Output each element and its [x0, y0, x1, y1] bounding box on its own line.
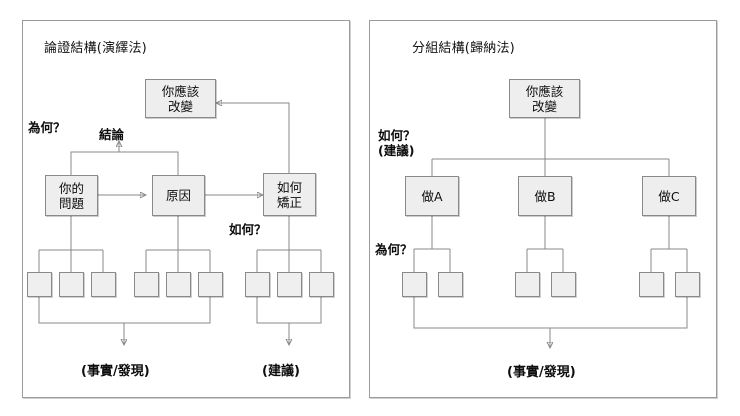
node-right-do-a[interactable]: 做A [405, 176, 459, 216]
annotation-right-how: 如何？ (建議) [378, 128, 416, 158]
annotation-left-why: 為何？ [28, 120, 66, 135]
node-left-your-problem[interactable]: 你的 問題 [45, 175, 98, 216]
leaf-box[interactable] [245, 272, 270, 297]
leaf-box[interactable] [166, 272, 191, 297]
leaf-box[interactable] [198, 272, 223, 297]
leaf-box[interactable] [675, 272, 700, 297]
node-left-how-to-fix[interactable]: 如何 矯正 [263, 173, 316, 216]
leaf-box[interactable] [515, 272, 540, 297]
annotation-left-how: 如何？ [229, 222, 267, 237]
caption-left-facts: (事實/發現) [81, 364, 150, 379]
node-right-do-c[interactable]: 做C [642, 176, 696, 216]
caption-left-recommendation: (建議) [262, 364, 300, 379]
annotation-right-why: 為何？ [375, 242, 413, 257]
leaf-box[interactable] [438, 272, 463, 297]
leaf-box[interactable] [309, 272, 334, 297]
leaf-box[interactable] [639, 272, 664, 297]
node-right-do-b[interactable]: 做B [518, 176, 572, 216]
leaf-box[interactable] [59, 272, 84, 297]
leaf-box[interactable] [27, 272, 52, 297]
node-left-cause[interactable]: 原因 [152, 175, 205, 216]
caption-right-facts: (事實/發現) [507, 365, 576, 380]
leaf-box[interactable] [402, 272, 427, 297]
page-title-left: 論證結構(演繹法) [44, 41, 147, 56]
leaf-box[interactable] [134, 272, 159, 297]
annotation-left-conclusion: 結論 [99, 127, 125, 142]
page-title-right: 分組結構(歸納法) [412, 41, 515, 56]
node-right-top[interactable]: 你應該 改變 [509, 79, 580, 118]
leaf-box[interactable] [91, 272, 116, 297]
leaf-box[interactable] [277, 272, 302, 297]
leaf-box[interactable] [551, 272, 576, 297]
node-left-top[interactable]: 你應該 改變 [145, 79, 216, 118]
